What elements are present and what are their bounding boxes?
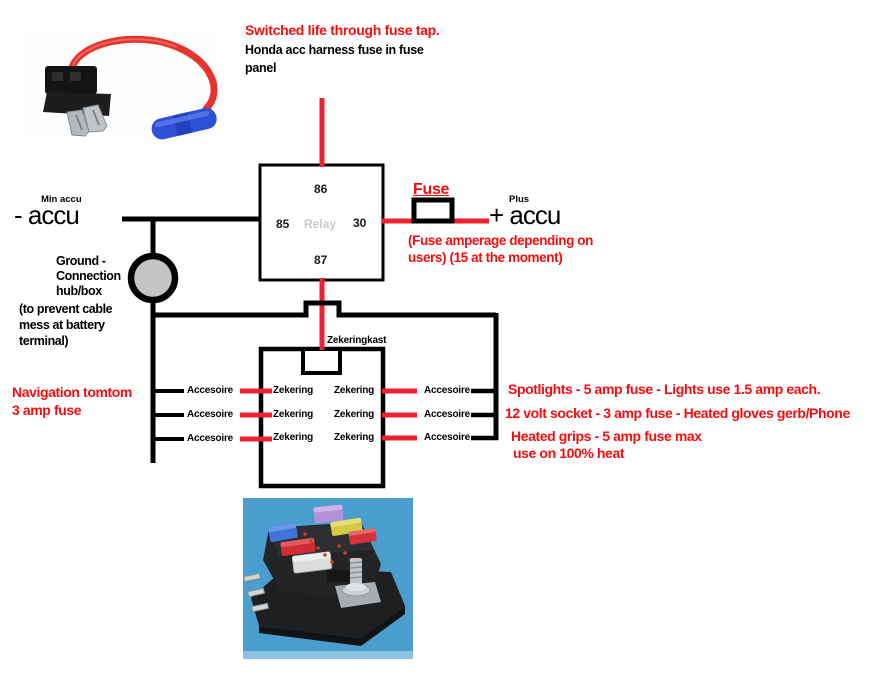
fuse-slot-left-2: Zekering	[273, 409, 314, 420]
ground-hub-circle	[127, 252, 179, 304]
title-switched-life: Switched life through fuse tap.	[245, 22, 440, 38]
relay-pin-86: 86	[314, 182, 328, 196]
blade-fuses	[268, 504, 377, 574]
relay-pin-87: 87	[314, 253, 328, 267]
subtitle-honda-line1: Honda acc harness fuse in fuse	[245, 43, 424, 57]
fuse-slot-left-3: Zekering	[273, 432, 314, 443]
right-accessory-label-3: Accesoire	[424, 432, 471, 443]
relay-pin-30: 30	[353, 216, 367, 230]
ground-note-line1: (to prevent cable	[19, 302, 113, 316]
heated-grips-note-line2: use on 100% heat	[513, 445, 625, 461]
fuse-tap-photo	[25, 28, 220, 140]
ground-label-line1: Ground -	[56, 254, 106, 268]
fusebox-notch	[301, 347, 342, 375]
fuse-label: Fuse	[413, 181, 450, 198]
ground-label-line2: Connection	[56, 269, 121, 283]
fuse-note-line2: users) (15 at the moment)	[408, 250, 563, 265]
spotlights-note: Spotlights - 5 amp fuse - Lights use 1.5…	[508, 381, 821, 397]
navigation-note-line2: 3 amp fuse	[12, 402, 82, 418]
right-accessory-label-1: Accesoire	[424, 385, 471, 396]
stud-terminal	[335, 558, 381, 608]
ground-note-line3: terminal)	[19, 334, 69, 348]
fuse-slot-right-3: Zekering	[334, 432, 375, 443]
ground-bus-horizontal	[155, 300, 496, 318]
right-accessory-label-2: Accesoire	[424, 409, 471, 420]
side-terminals	[243, 572, 270, 613]
subtitle-honda-line2: panel	[245, 61, 277, 75]
fuse-note-line1: (Fuse amperage depending on	[408, 233, 593, 248]
blade-terminals	[66, 104, 108, 137]
heated-grips-note-line1: Heated grips - 5 amp fuse max	[511, 428, 702, 444]
socket-note: 12 volt socket - 3 amp fuse - Heated glo…	[505, 405, 850, 421]
relay-pin-85: 85	[276, 217, 290, 231]
relay-label: Relay	[304, 217, 337, 231]
left-accessory-label-1: Accesoire	[187, 385, 234, 396]
min-accu-label: - accu	[14, 200, 80, 230]
fuse-box-photo	[243, 498, 413, 659]
plus-accu-label: + accu	[489, 200, 561, 230]
blue-butt-connector	[151, 108, 217, 140]
fuse-slot-right-1: Zekering	[334, 385, 375, 396]
ground-note-line2: mess at battery	[19, 318, 105, 332]
left-accessory-label-3: Accesoire	[187, 433, 234, 444]
fuse-slot-left-1: Zekering	[273, 385, 314, 396]
relay-box	[258, 163, 385, 282]
left-accessory-label-2: Accesoire	[187, 409, 234, 420]
navigation-note-line1: Navigation tomtom	[12, 384, 132, 400]
fuse-slot-right-2: Zekering	[334, 409, 375, 420]
plus-accu-small-label: Plus	[509, 194, 530, 205]
ground-label-line3: hub/box	[56, 284, 102, 298]
min-accu-small-label: Min accu	[41, 194, 82, 205]
indicator-leds	[303, 532, 353, 564]
fuse-symbol	[411, 197, 455, 224]
fusebox-title: Zekeringkast	[327, 335, 387, 346]
